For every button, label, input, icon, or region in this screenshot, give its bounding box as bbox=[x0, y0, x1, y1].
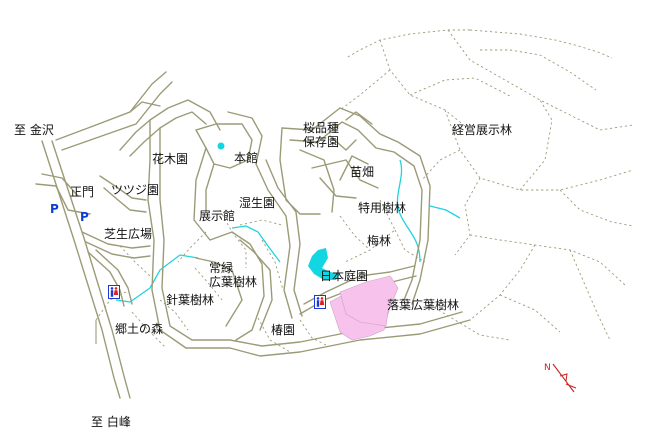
label-flower-garden: 花木園 bbox=[152, 152, 189, 166]
water-features bbox=[217, 142, 340, 280]
label-conifer-forest: 針葉樹林 bbox=[166, 293, 215, 307]
road-network bbox=[35, 71, 471, 399]
label-cherry-line2: 保存園 bbox=[303, 135, 340, 149]
label-lawn-plaza: 芝生広場 bbox=[104, 227, 153, 241]
label-special-forest: 特用樹林 bbox=[358, 201, 407, 215]
label-deciduous-forest: 落葉広葉樹林 bbox=[387, 298, 460, 312]
label-to-hakusan: 至 白峰 bbox=[91, 415, 131, 429]
label-japanese-garden: 日本庭園 bbox=[320, 269, 369, 283]
restroom-icon bbox=[314, 295, 326, 309]
label-exhibition-hall: 展示館 bbox=[199, 209, 236, 223]
label-cherry-preserve: 桜品種 保存園 bbox=[303, 121, 339, 149]
label-main-hall: 本館 bbox=[234, 151, 259, 165]
label-camellia-garden: 椿園 bbox=[271, 323, 296, 337]
label-kyodo-forest: 郷土の森 bbox=[115, 322, 164, 336]
label-azalea-garden: ツツジ園 bbox=[111, 183, 160, 197]
parking-sign-2: P bbox=[80, 210, 89, 224]
deciduous-area bbox=[329, 275, 399, 341]
main-hall-fountain bbox=[217, 142, 225, 150]
label-wetland-garden: 湿生園 bbox=[239, 196, 276, 210]
label-ume-forest: 梅林 bbox=[367, 234, 392, 248]
streams bbox=[115, 159, 461, 303]
japanese-garden-pond bbox=[308, 248, 340, 280]
north-letter: N bbox=[544, 363, 551, 373]
parking-sign-1: P bbox=[50, 202, 59, 216]
label-nursery: 苗畑 bbox=[350, 165, 375, 179]
trail-network bbox=[95, 29, 634, 353]
label-evergreen-line2: 広葉樹林 bbox=[209, 275, 258, 289]
label-management-forest: 経営展示林 bbox=[452, 123, 513, 137]
label-to-kanazawa: 至 金沢 bbox=[14, 123, 54, 137]
label-cherry-line1: 桜品種 bbox=[303, 121, 340, 135]
north-arrow-icon: N bbox=[544, 363, 577, 393]
label-evergreen-forest: 常緑 広葉樹林 bbox=[209, 261, 257, 289]
restroom-icon bbox=[108, 285, 120, 299]
label-main-gate: 正門 bbox=[70, 185, 95, 199]
label-evergreen-line1: 常緑 bbox=[209, 261, 234, 275]
